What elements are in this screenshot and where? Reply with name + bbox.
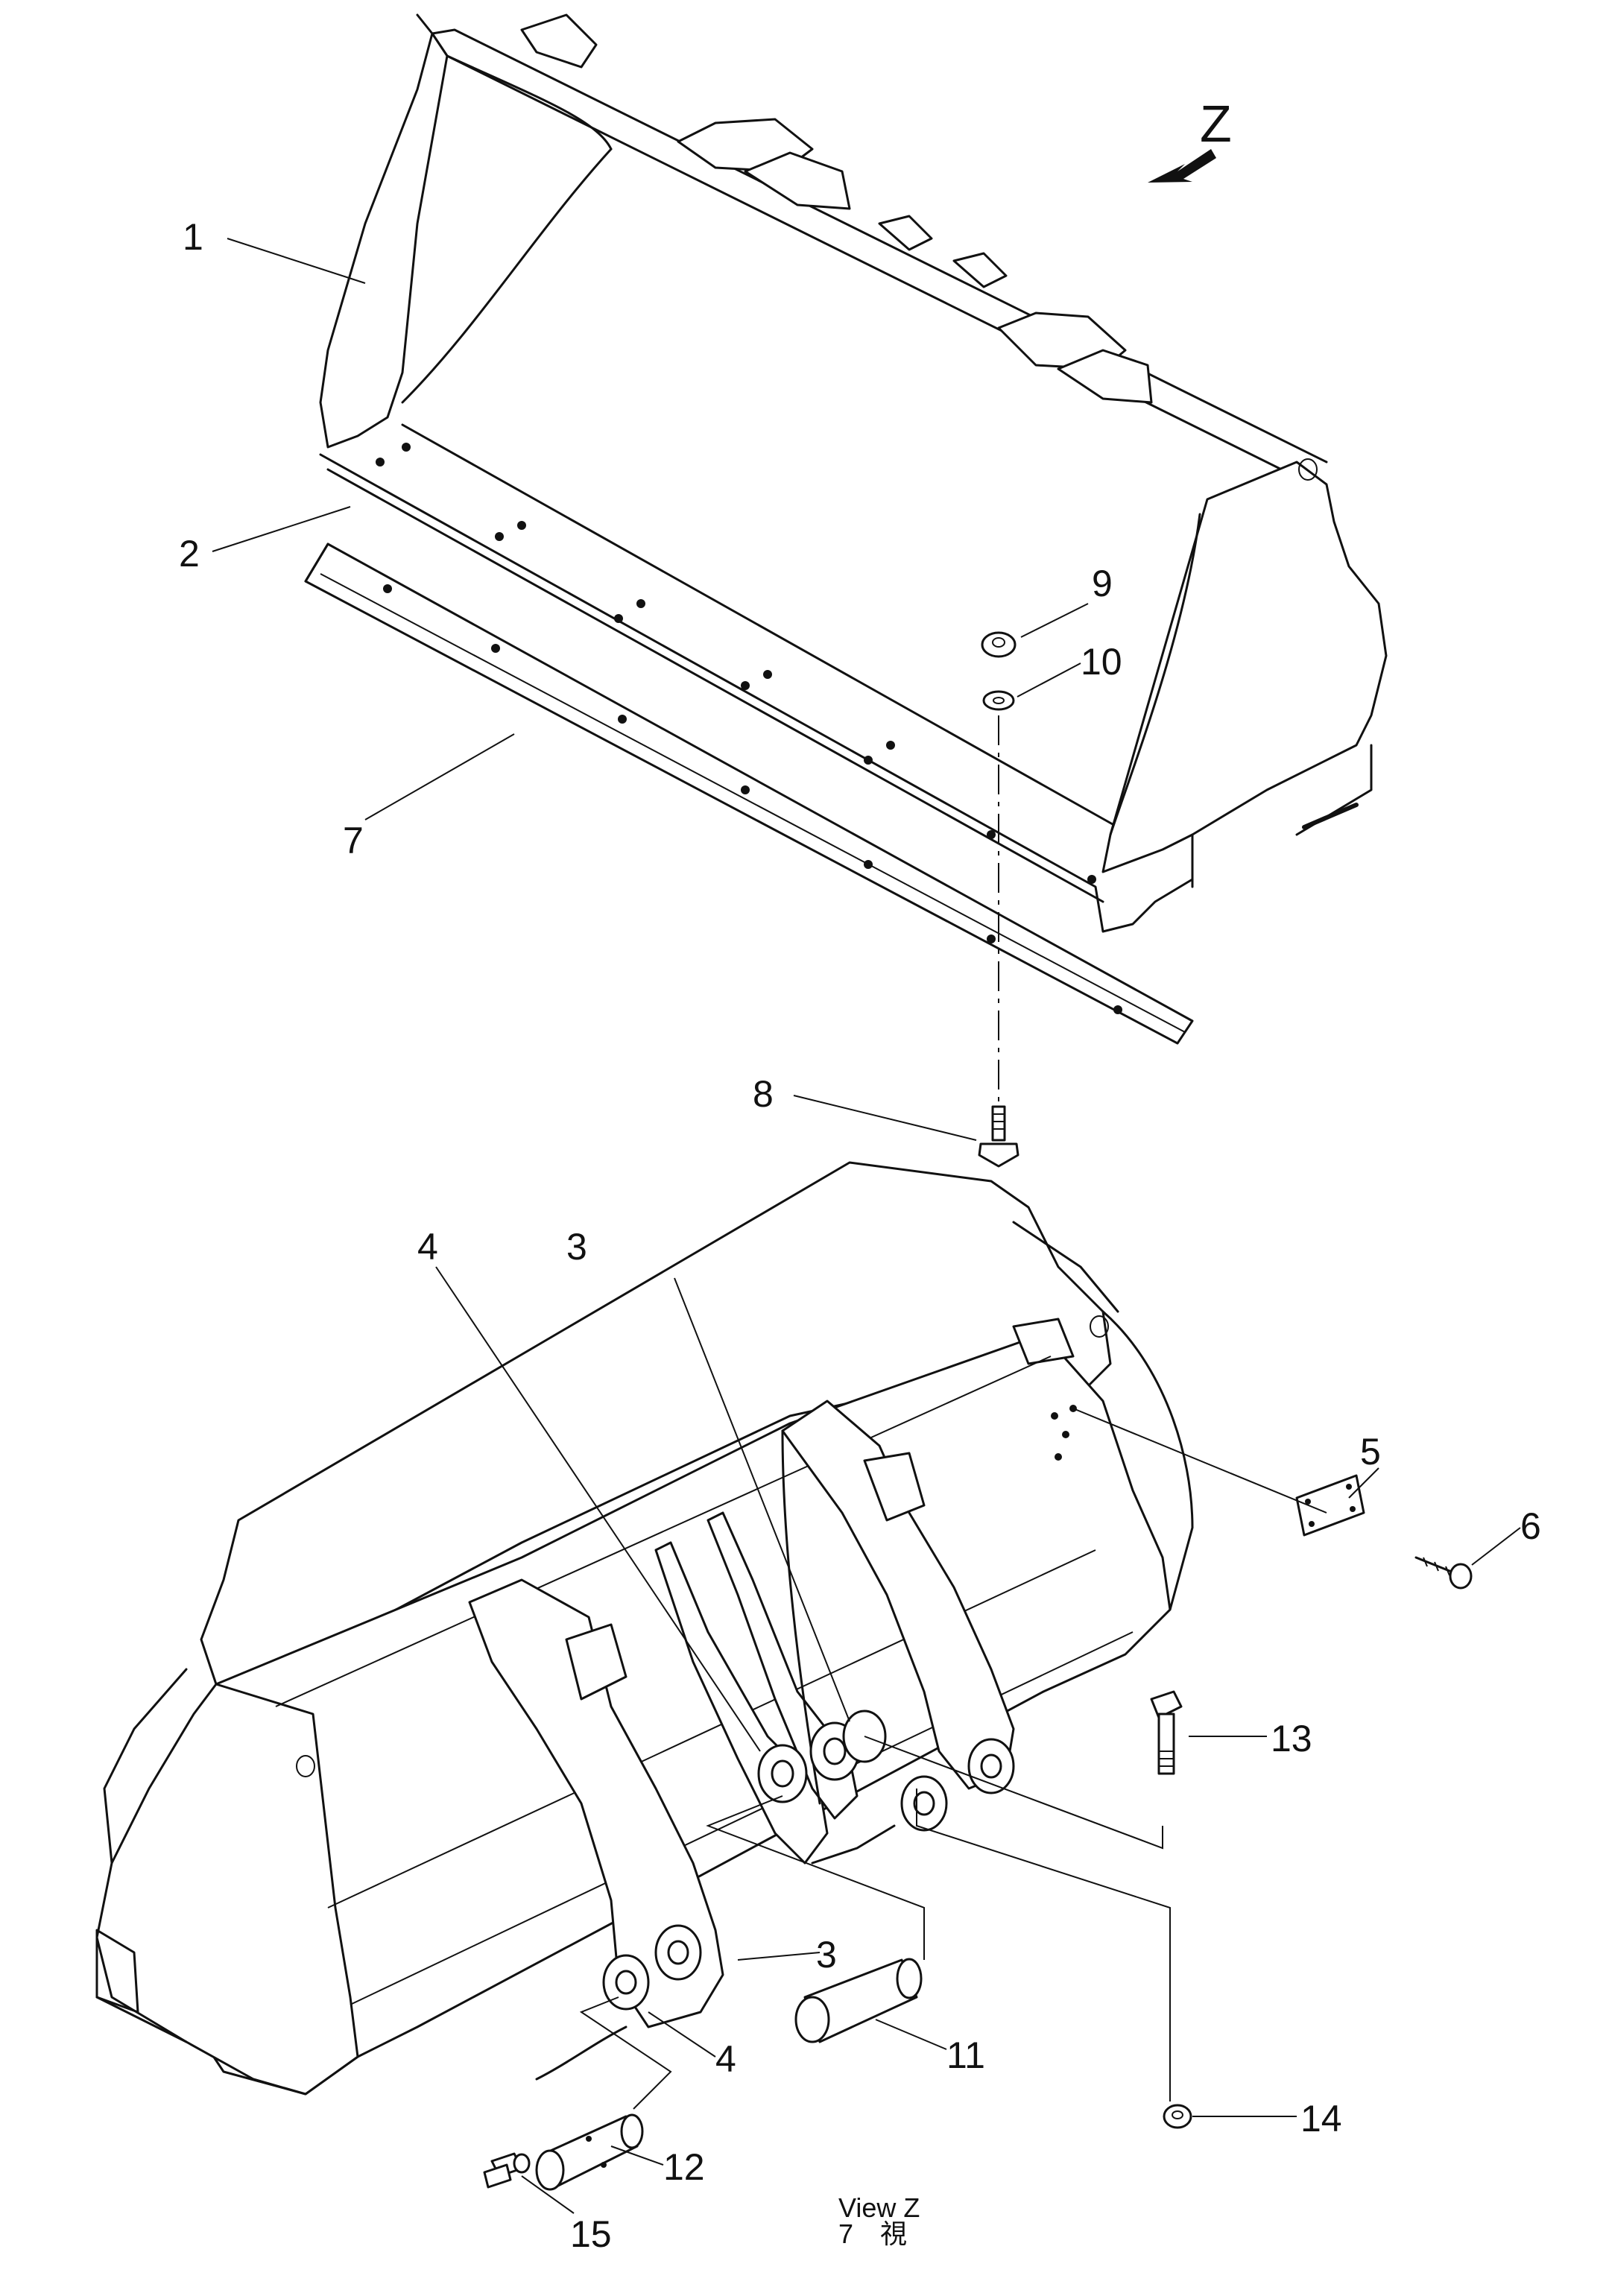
grease-fitting-part-15 xyxy=(483,2152,531,2189)
leader-12 xyxy=(610,2145,664,2166)
leader-15 xyxy=(521,2175,575,2214)
assembly-line-11 xyxy=(706,1795,925,1960)
view-caption-line1: View Z xyxy=(838,2192,920,2223)
assembly-line-5 xyxy=(1072,1408,1327,1514)
part-number-4-lower: 4 xyxy=(715,2038,736,2080)
view-caption-line2: 7 視 xyxy=(838,2218,907,2249)
view-letter: Z xyxy=(1200,95,1232,153)
leader-11 xyxy=(875,2019,947,2050)
floor-bolt-holes xyxy=(376,443,1096,884)
part-number-1: 1 xyxy=(183,216,203,258)
part-number-4-upper: 4 xyxy=(417,1226,438,1268)
part-number-13: 13 xyxy=(1271,1718,1312,1759)
part-number-7: 7 xyxy=(343,820,364,861)
leader-2 xyxy=(212,506,351,552)
leader-4b xyxy=(648,2011,716,2058)
pin-boss-upper-left xyxy=(757,1744,808,1803)
assembly-line-14 xyxy=(916,1789,1171,2101)
leader-6 xyxy=(1471,1527,1521,1566)
pin-part-12 xyxy=(535,2113,644,2191)
leader-4a xyxy=(435,1266,761,1752)
leader-9 xyxy=(1020,603,1089,638)
part-number-15: 15 xyxy=(570,2213,612,2255)
cutting-edge-blade xyxy=(304,543,1194,1045)
view-z-arrow: Z xyxy=(1148,95,1232,183)
nut-part-14 xyxy=(1163,2104,1192,2129)
bolt-part-8 xyxy=(978,1105,1019,1168)
bolt-part-13 xyxy=(1150,1690,1183,1775)
bucket-front-view xyxy=(319,13,1388,933)
part-number-5: 5 xyxy=(1360,1431,1381,1473)
bucket-rear-view xyxy=(95,1161,1194,2096)
part-number-3-lower: 3 xyxy=(816,1934,837,1976)
washer-part-10 xyxy=(982,690,1015,711)
cover-plate-part-5 xyxy=(1295,1474,1365,1537)
pin-boss-lower-left xyxy=(602,1924,702,2011)
leader-8 xyxy=(793,1095,977,1141)
part-number-2: 2 xyxy=(179,533,200,575)
part-number-11: 11 xyxy=(946,2034,985,2076)
pin-part-11 xyxy=(794,1958,923,2043)
leader-10 xyxy=(1017,662,1081,698)
assembly-line-12 xyxy=(579,1996,672,2110)
part-number-10: 10 xyxy=(1081,641,1122,683)
leader-3a xyxy=(674,1277,850,1722)
nut-part-9 xyxy=(981,631,1017,658)
part-number-9: 9 xyxy=(1092,563,1113,604)
part-number-12: 12 xyxy=(663,2146,705,2188)
screw-part-6 xyxy=(1414,1556,1473,1590)
leader-3b xyxy=(737,1952,821,1961)
leader-7 xyxy=(364,733,515,820)
pin-boss-upper-center xyxy=(809,1710,887,1781)
part-number-6: 6 xyxy=(1520,1505,1541,1547)
leader-5 xyxy=(1348,1467,1379,1499)
leader-1 xyxy=(227,238,366,284)
part-number-3-upper: 3 xyxy=(566,1226,587,1268)
part-number-8: 8 xyxy=(753,1073,774,1115)
assembly-line-13 xyxy=(864,1736,1163,1850)
part-number-14: 14 xyxy=(1300,2098,1342,2140)
